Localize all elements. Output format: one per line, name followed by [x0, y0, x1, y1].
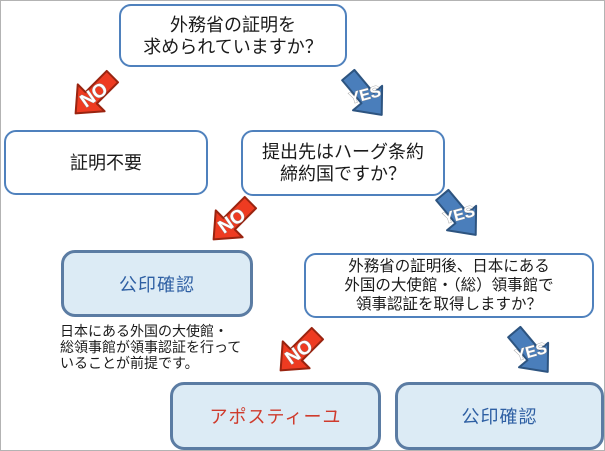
- yes-arrow: YES: [435, 188, 477, 236]
- no-arrow: NO: [212, 195, 258, 241]
- question-box-hague-convention: 提出先はハーグ条約 締約国ですか？: [241, 130, 445, 196]
- result-label: 公印確認: [461, 407, 538, 427]
- question-line: 求められていますか？: [143, 36, 323, 57]
- result-box-apostille: アポスティーユ: [170, 382, 381, 450]
- result-label: 公印確認: [119, 274, 195, 295]
- no-arrow: NO: [279, 326, 325, 372]
- note-text: 日本にある外国の大使館・ 総領事館が領事認証を行って いることが前提です。: [60, 323, 272, 371]
- question-line: 締約国ですか？: [280, 164, 406, 184]
- question-box-consular-authentication: 外務省の証明後、日本にある 外国の大使館・（総）領事館で 領事認証を取得しますか…: [304, 253, 594, 318]
- result-box-koin-kakunin-right: 公印確認: [395, 382, 604, 450]
- note-line: いることが前提です。: [60, 355, 199, 371]
- note-line: 日本にある外国の大使館・: [60, 323, 228, 339]
- question-line: 外務省の証明を: [170, 14, 296, 35]
- result-box-certificate-not-required: 証明不要: [4, 130, 208, 195]
- question-box-mofa-certification: 外務省の証明を 求められていますか？: [119, 4, 347, 67]
- result-label: アポスティーユ: [209, 407, 342, 427]
- yes-arrow: YES: [341, 68, 383, 116]
- result-label: 証明不要: [70, 152, 142, 173]
- question-line: 提出先はハーグ条約: [262, 142, 424, 162]
- no-arrow: NO: [74, 69, 120, 115]
- result-box-koin-kakunin-left: 公印確認: [61, 250, 253, 317]
- question-line: 外務省の証明後、日本にある: [348, 258, 550, 275]
- note-line: 総領事館が領事認証を行って: [60, 339, 242, 355]
- question-line: 領事認証を取得しますか？: [355, 296, 542, 313]
- question-line: 外国の大使館・（総）領事館で: [344, 277, 554, 294]
- yes-arrow: YES: [507, 325, 549, 373]
